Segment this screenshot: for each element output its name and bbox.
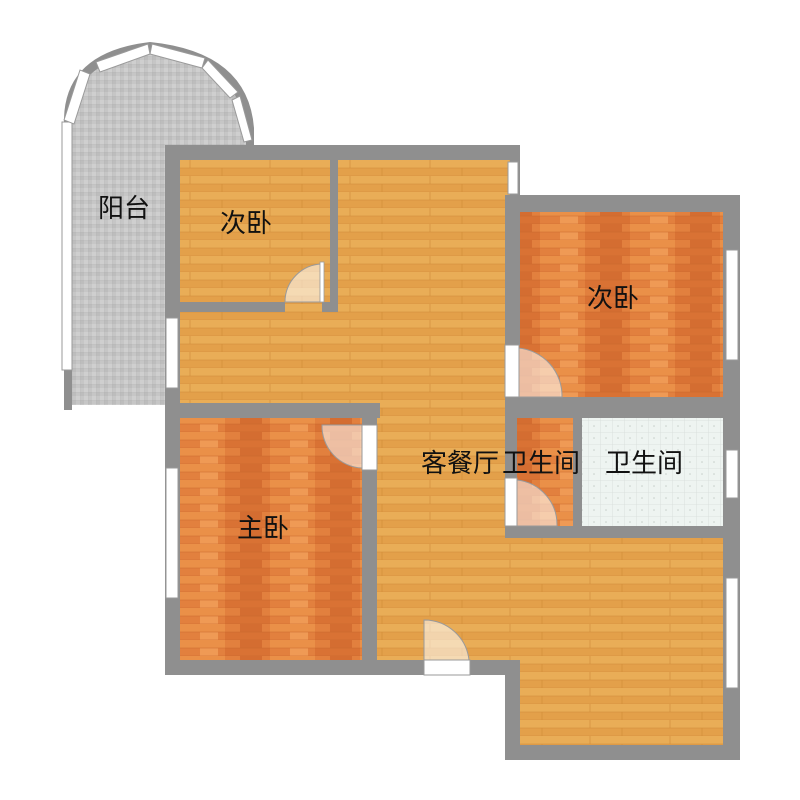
label-bathroom-small: 卫生间 bbox=[502, 449, 580, 479]
balcony bbox=[61, 42, 254, 410]
master-bedroom-floor bbox=[180, 418, 362, 660]
door-bathroom-small bbox=[504, 477, 558, 527]
label-bedroom-right: 次卧 bbox=[587, 284, 639, 314]
balcony-window bbox=[61, 43, 253, 371]
label-bathroom-large: 卫生间 bbox=[605, 449, 683, 479]
label-bedroom-small-left: 次卧 bbox=[220, 209, 272, 239]
interior-walls bbox=[165, 160, 740, 675]
bathroom-large-floor bbox=[582, 418, 723, 526]
window-living-right bbox=[725, 577, 739, 689]
door-bedroom-right bbox=[504, 344, 563, 398]
doors bbox=[284, 261, 563, 676]
door-master bbox=[321, 424, 378, 471]
window-bathroom bbox=[725, 449, 739, 499]
window-living-left bbox=[165, 317, 179, 389]
living-dining-floor bbox=[180, 160, 723, 745]
balcony-floor bbox=[72, 52, 246, 405]
label-balcony: 阳台 bbox=[98, 194, 150, 224]
label-living-dining: 客餐厅 bbox=[421, 449, 499, 479]
label-master-bedroom: 主卧 bbox=[237, 514, 289, 544]
door-entrance bbox=[423, 619, 471, 676]
window-master-left bbox=[165, 467, 179, 599]
window-top-right bbox=[507, 161, 519, 195]
window-bedroom-right bbox=[725, 249, 739, 361]
windows bbox=[165, 161, 739, 689]
door-bedroom-small bbox=[284, 261, 325, 303]
